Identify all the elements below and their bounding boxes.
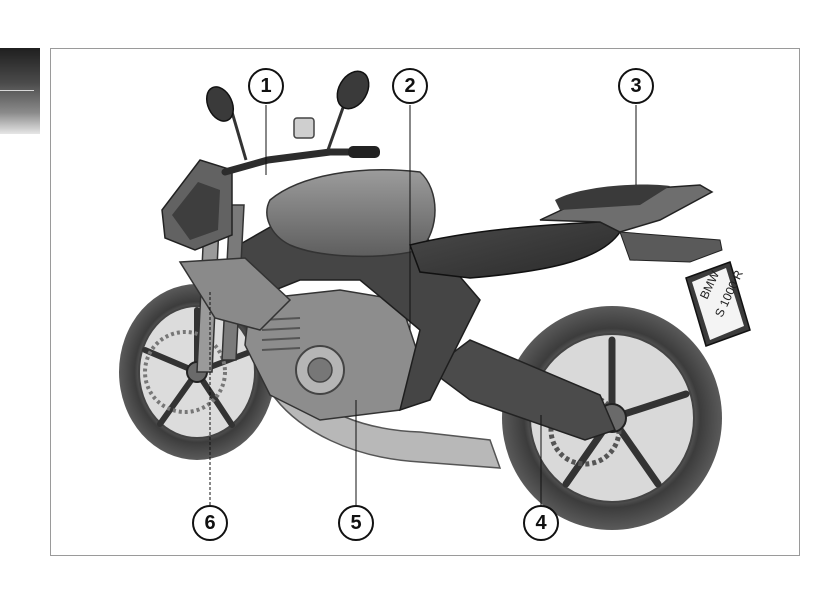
callout-5-number: 5	[350, 512, 361, 534]
mirror-left	[202, 83, 246, 160]
callout-2: 2	[393, 69, 427, 103]
callout-4-number: 4	[535, 512, 547, 534]
license-plate: BMW S 1000 R	[686, 262, 750, 346]
handlebar	[225, 118, 380, 172]
license-bracket	[620, 232, 722, 262]
callout-2-number: 2	[404, 75, 415, 97]
callout-3-number: 3	[630, 75, 641, 97]
callout-6-number: 6	[204, 512, 215, 534]
callout-3: 3	[619, 69, 653, 103]
callout-6: 6	[193, 506, 227, 540]
mirror-right	[328, 66, 375, 150]
callout-4: 4	[524, 506, 558, 540]
callout-5: 5	[339, 506, 373, 540]
callout-1-number: 1	[260, 75, 271, 97]
callout-1: 1	[249, 69, 283, 103]
rider-seat	[410, 222, 620, 278]
